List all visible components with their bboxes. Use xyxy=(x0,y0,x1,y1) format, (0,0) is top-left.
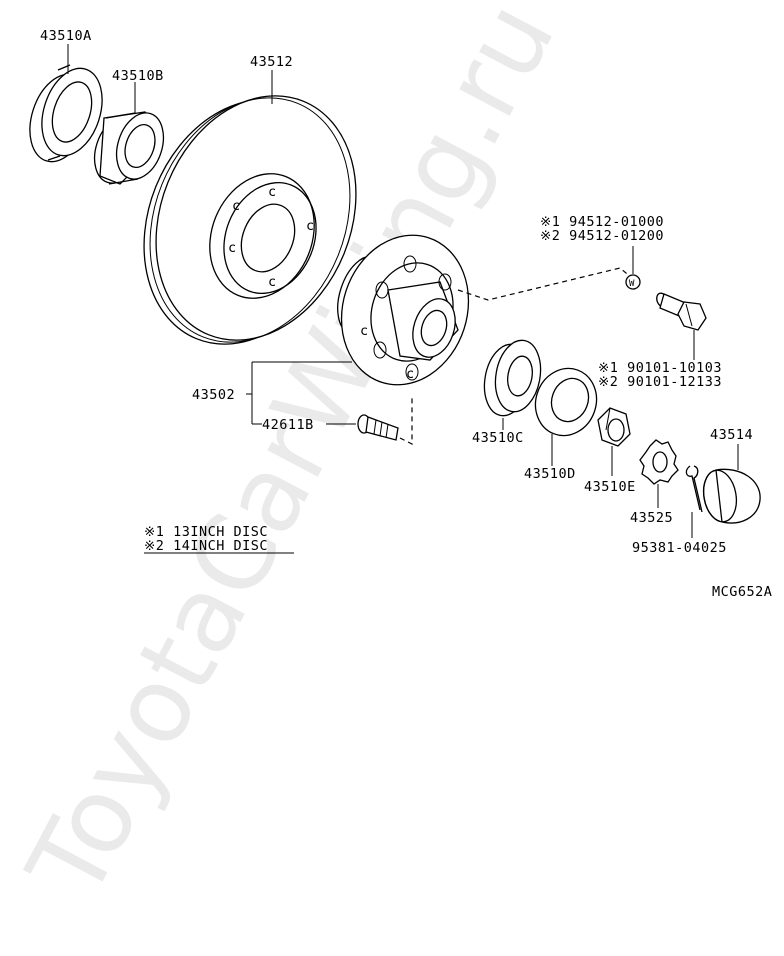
disc-rotor-43512: c c c c c xyxy=(143,95,357,345)
svg-text:c: c xyxy=(268,274,277,290)
grease-cap-43514 xyxy=(702,468,761,524)
svg-text:c: c xyxy=(228,240,237,256)
oil-seal-43510a xyxy=(29,64,103,163)
label-95381-04025: 95381-04025 xyxy=(632,540,727,556)
label-43502: 43502 xyxy=(192,387,235,403)
legend-line-2: ※2 14INCH DISC xyxy=(144,538,268,554)
label-43510e: 43510E xyxy=(584,479,636,495)
hub-bolt-42611b xyxy=(357,414,399,441)
svg-text:c: c xyxy=(360,323,369,339)
label-42611b: 42611B xyxy=(262,417,314,433)
label-43525: 43525 xyxy=(630,510,673,526)
axle-hub-43502: c c xyxy=(337,234,470,386)
bolt-90101 xyxy=(656,292,707,331)
nut-lock-43525 xyxy=(639,439,679,485)
label-bolt-part-2: ※2 90101-12133 xyxy=(598,374,722,390)
bearing-43510c xyxy=(483,339,542,417)
label-washer-part-1: ※1 94512-01000 xyxy=(540,214,664,230)
washer-mark: W xyxy=(629,279,635,289)
thrust-washer-43510d xyxy=(534,367,598,437)
label-washer-part-2: ※2 94512-01200 xyxy=(540,228,664,244)
label-43512: 43512 xyxy=(250,54,293,70)
label-43510a: 43510A xyxy=(40,28,92,44)
svg-text:c: c xyxy=(306,218,315,234)
bearing-43510b xyxy=(93,111,165,185)
diagram-code: MCG652A xyxy=(712,584,772,600)
washer-94512: W xyxy=(625,274,641,290)
label-bolt-part-1: ※1 90101-10103 xyxy=(598,360,722,376)
label-43514: 43514 xyxy=(710,427,753,443)
label-43510c: 43510C xyxy=(472,430,524,446)
label-43510b: 43510B xyxy=(112,68,164,84)
svg-text:c: c xyxy=(406,366,415,382)
legend-line-1: ※1 13INCH DISC xyxy=(144,524,268,540)
svg-text:c: c xyxy=(268,184,277,200)
nut-43510e xyxy=(597,407,631,447)
label-43510d: 43510D xyxy=(524,466,576,482)
cotter-pin-95381 xyxy=(685,465,703,513)
svg-text:c: c xyxy=(232,198,241,214)
